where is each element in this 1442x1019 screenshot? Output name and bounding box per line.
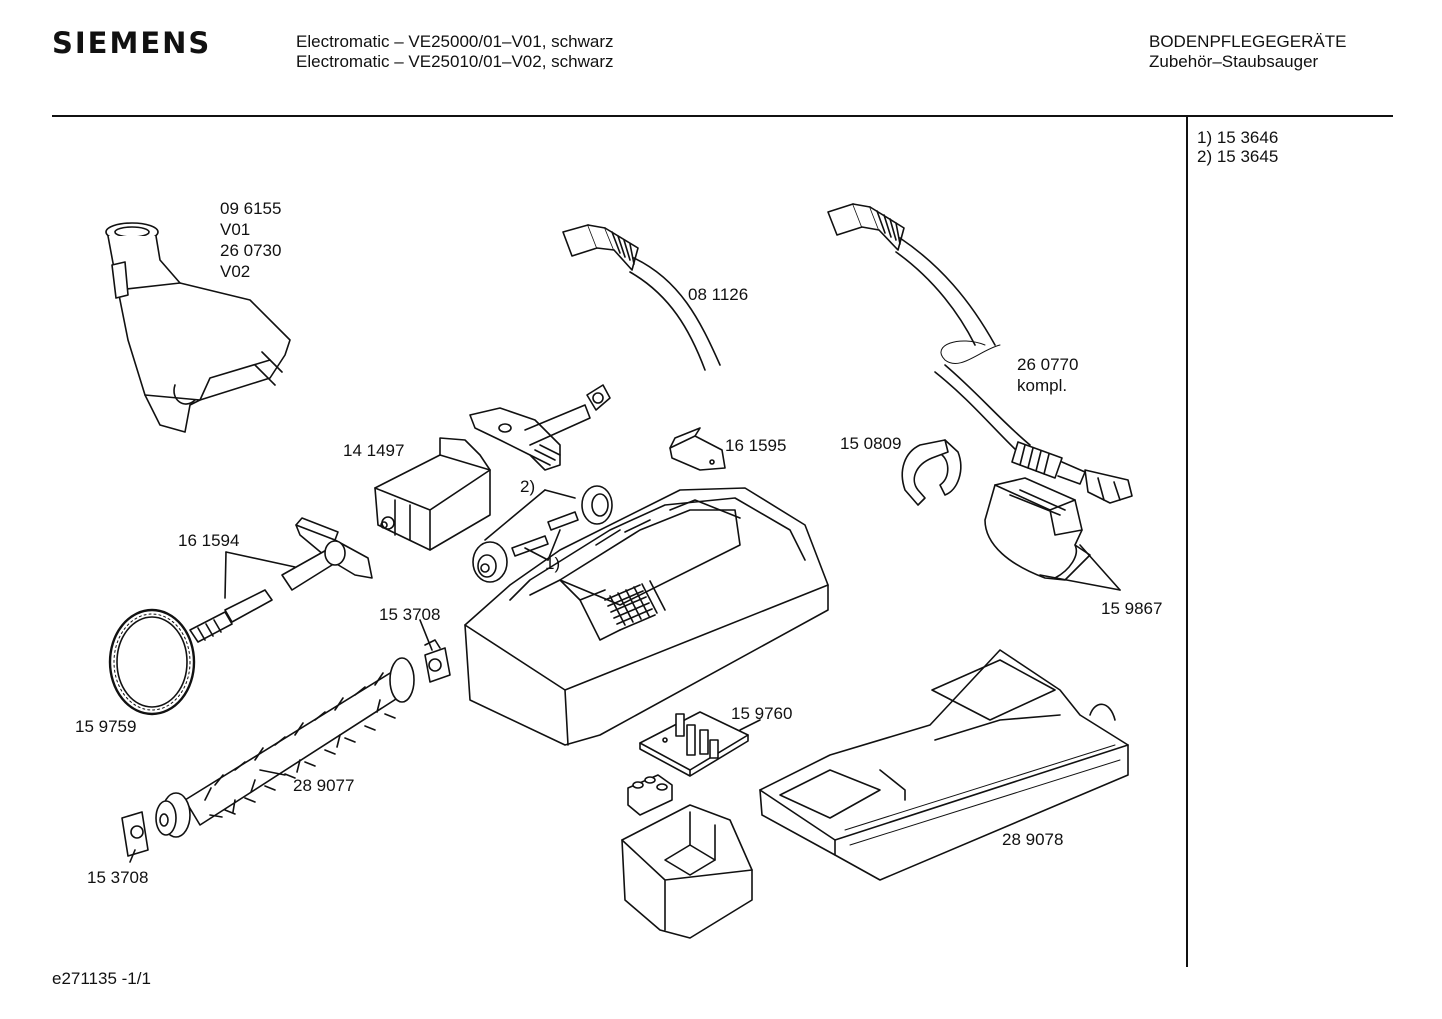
category-title: BODENPFLEGEGERÄTE	[1149, 32, 1347, 51]
motor-part	[374, 437, 491, 551]
part-label-150809: 15 0809	[840, 434, 902, 453]
wheel-set-2-part	[472, 485, 613, 583]
part-label-141497: 14 1497	[343, 441, 405, 460]
part-label-159760: 15 9760	[731, 704, 793, 723]
leader-lines	[129, 489, 1121, 863]
part-marker-2: 2)	[520, 477, 536, 496]
brush-roll-part	[155, 657, 415, 838]
lever-part	[469, 384, 611, 471]
part-label-096155: 09 6155	[220, 199, 282, 218]
base-plate-part	[759, 649, 1129, 881]
circuit-board-part	[639, 711, 749, 777]
part-label-kompl: kompl.	[1017, 376, 1068, 395]
header-divider	[52, 115, 1393, 117]
part-label-159759: 15 9759	[75, 717, 137, 736]
nozzle-housing-part	[464, 487, 829, 746]
part-label-v02: V02	[220, 262, 251, 281]
axle-part	[189, 517, 373, 643]
side-divider	[1186, 117, 1188, 967]
document-id: e271135 -1/1	[52, 969, 151, 988]
part-label-153708-lower: 15 3708	[87, 868, 149, 887]
part-label-289077: 28 9077	[293, 776, 355, 795]
part-marker-1: 1)	[545, 554, 561, 573]
upholstery-nozzle-part	[105, 222, 291, 433]
part-label-260730: 26 0730	[220, 241, 282, 260]
ring-clamp-part	[901, 439, 962, 506]
clip-part	[669, 427, 726, 471]
subcategory-title: Zubehör–Staubsauger	[1149, 52, 1319, 71]
brush-bearing-upper-part	[424, 639, 451, 683]
side-note-2: 2) 15 3645	[1197, 147, 1279, 166]
part-label-161595: 16 1595	[725, 436, 787, 455]
part-label-260770: 26 0770	[1017, 355, 1079, 374]
cable-assembly-part	[827, 203, 1133, 504]
model-line-1: Electromatic – VE25000/01–V01, schwarz	[296, 32, 614, 51]
cover-housing-part	[621, 804, 753, 939]
terminal-block-part	[627, 774, 673, 816]
model-line-2: Electromatic – VE25010/01–V02, schwarz	[296, 52, 614, 71]
part-label-153708-upper: 15 3708	[379, 605, 441, 624]
siemens-logo: SIEMENS	[52, 26, 212, 60]
part-label-081126: 08 1126	[688, 285, 749, 304]
brush-bearing-lower-part	[121, 811, 149, 857]
part-label-289078: 28 9078	[1002, 830, 1064, 849]
side-note-1: 1) 15 3646	[1197, 128, 1279, 147]
part-label-159867: 15 9867	[1101, 599, 1163, 618]
part-label-v01: V01	[220, 220, 251, 239]
part-label-161594: 16 1594	[178, 531, 240, 550]
holder-part	[984, 477, 1091, 581]
drive-belt-part	[108, 608, 196, 716]
mains-cable-part	[562, 224, 721, 371]
